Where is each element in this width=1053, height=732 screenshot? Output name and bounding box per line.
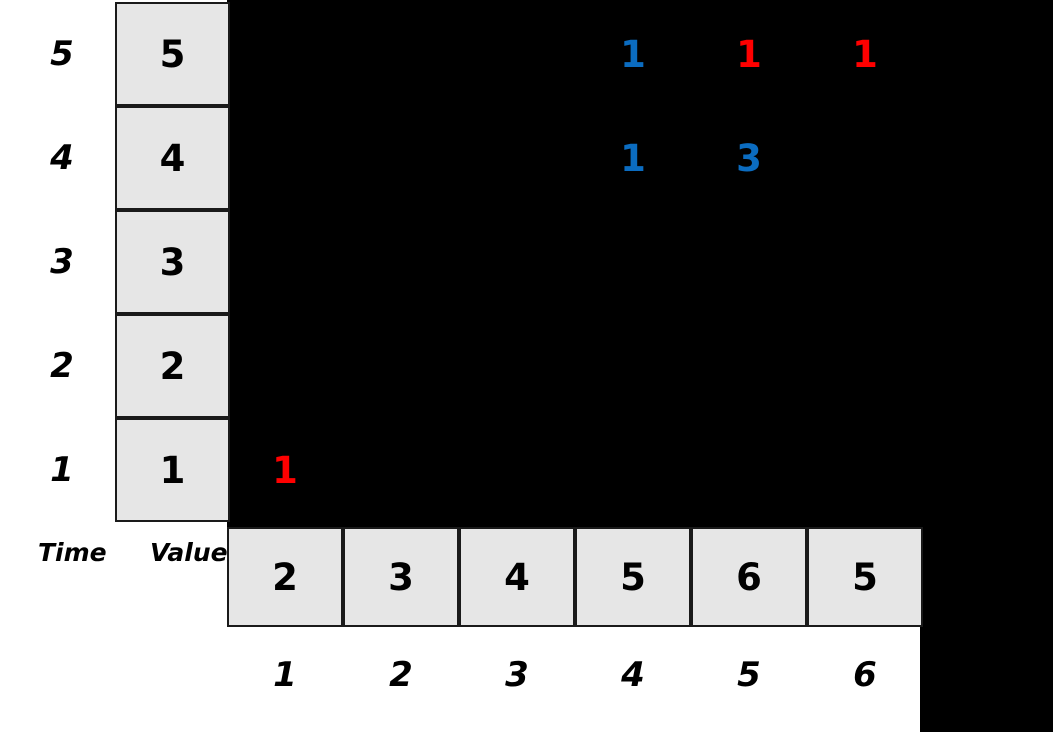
y-tick-4: 1 bbox=[50, 450, 74, 490]
plot-mark-1[interactable]: 1 bbox=[736, 33, 762, 76]
column-footer-cell-1[interactable]: 3 bbox=[343, 527, 459, 627]
y-tick-0: 5 bbox=[50, 34, 74, 74]
plot-mark-5[interactable]: 1 bbox=[272, 449, 298, 492]
plot-field bbox=[227, 0, 1053, 527]
column-footer-cell-5[interactable]: 5 bbox=[807, 527, 923, 627]
column-footer-cell-3[interactable]: 5 bbox=[575, 527, 691, 627]
x-tick-4: 5 bbox=[737, 655, 761, 695]
row-header-cell-2[interactable]: 3 bbox=[115, 210, 230, 314]
column-footer-cell-2[interactable]: 4 bbox=[459, 527, 575, 627]
row-header-cell-0[interactable]: 5 bbox=[115, 2, 230, 106]
row-header-cell-3[interactable]: 2 bbox=[115, 314, 230, 418]
x-tick-5: 6 bbox=[853, 655, 877, 695]
row-header-cell-1[interactable]: 4 bbox=[115, 106, 230, 210]
y-tick-1: 4 bbox=[50, 138, 74, 178]
plot-mark-0[interactable]: 1 bbox=[620, 33, 646, 76]
x-tick-1: 2 bbox=[389, 655, 413, 695]
plot-mark-3[interactable]: 1 bbox=[620, 137, 646, 180]
column-footer-cell-4[interactable]: 6 bbox=[691, 527, 807, 627]
plot-mark-2[interactable]: 1 bbox=[852, 33, 878, 76]
x-tick-2: 3 bbox=[505, 655, 529, 695]
y-tick-2: 3 bbox=[50, 242, 74, 282]
plot-mark-4[interactable]: 3 bbox=[736, 137, 762, 180]
column-footer-cell-0[interactable]: 2 bbox=[227, 527, 343, 627]
x-tick-0: 1 bbox=[273, 655, 297, 695]
row-header-cell-4[interactable]: 1 bbox=[115, 418, 230, 522]
y-axis-name: Time bbox=[38, 538, 107, 567]
x-tick-3: 4 bbox=[621, 655, 645, 695]
x-axis-name: Value bbox=[150, 538, 228, 567]
right-black-margin bbox=[920, 0, 1053, 732]
y-tick-3: 2 bbox=[50, 346, 74, 386]
